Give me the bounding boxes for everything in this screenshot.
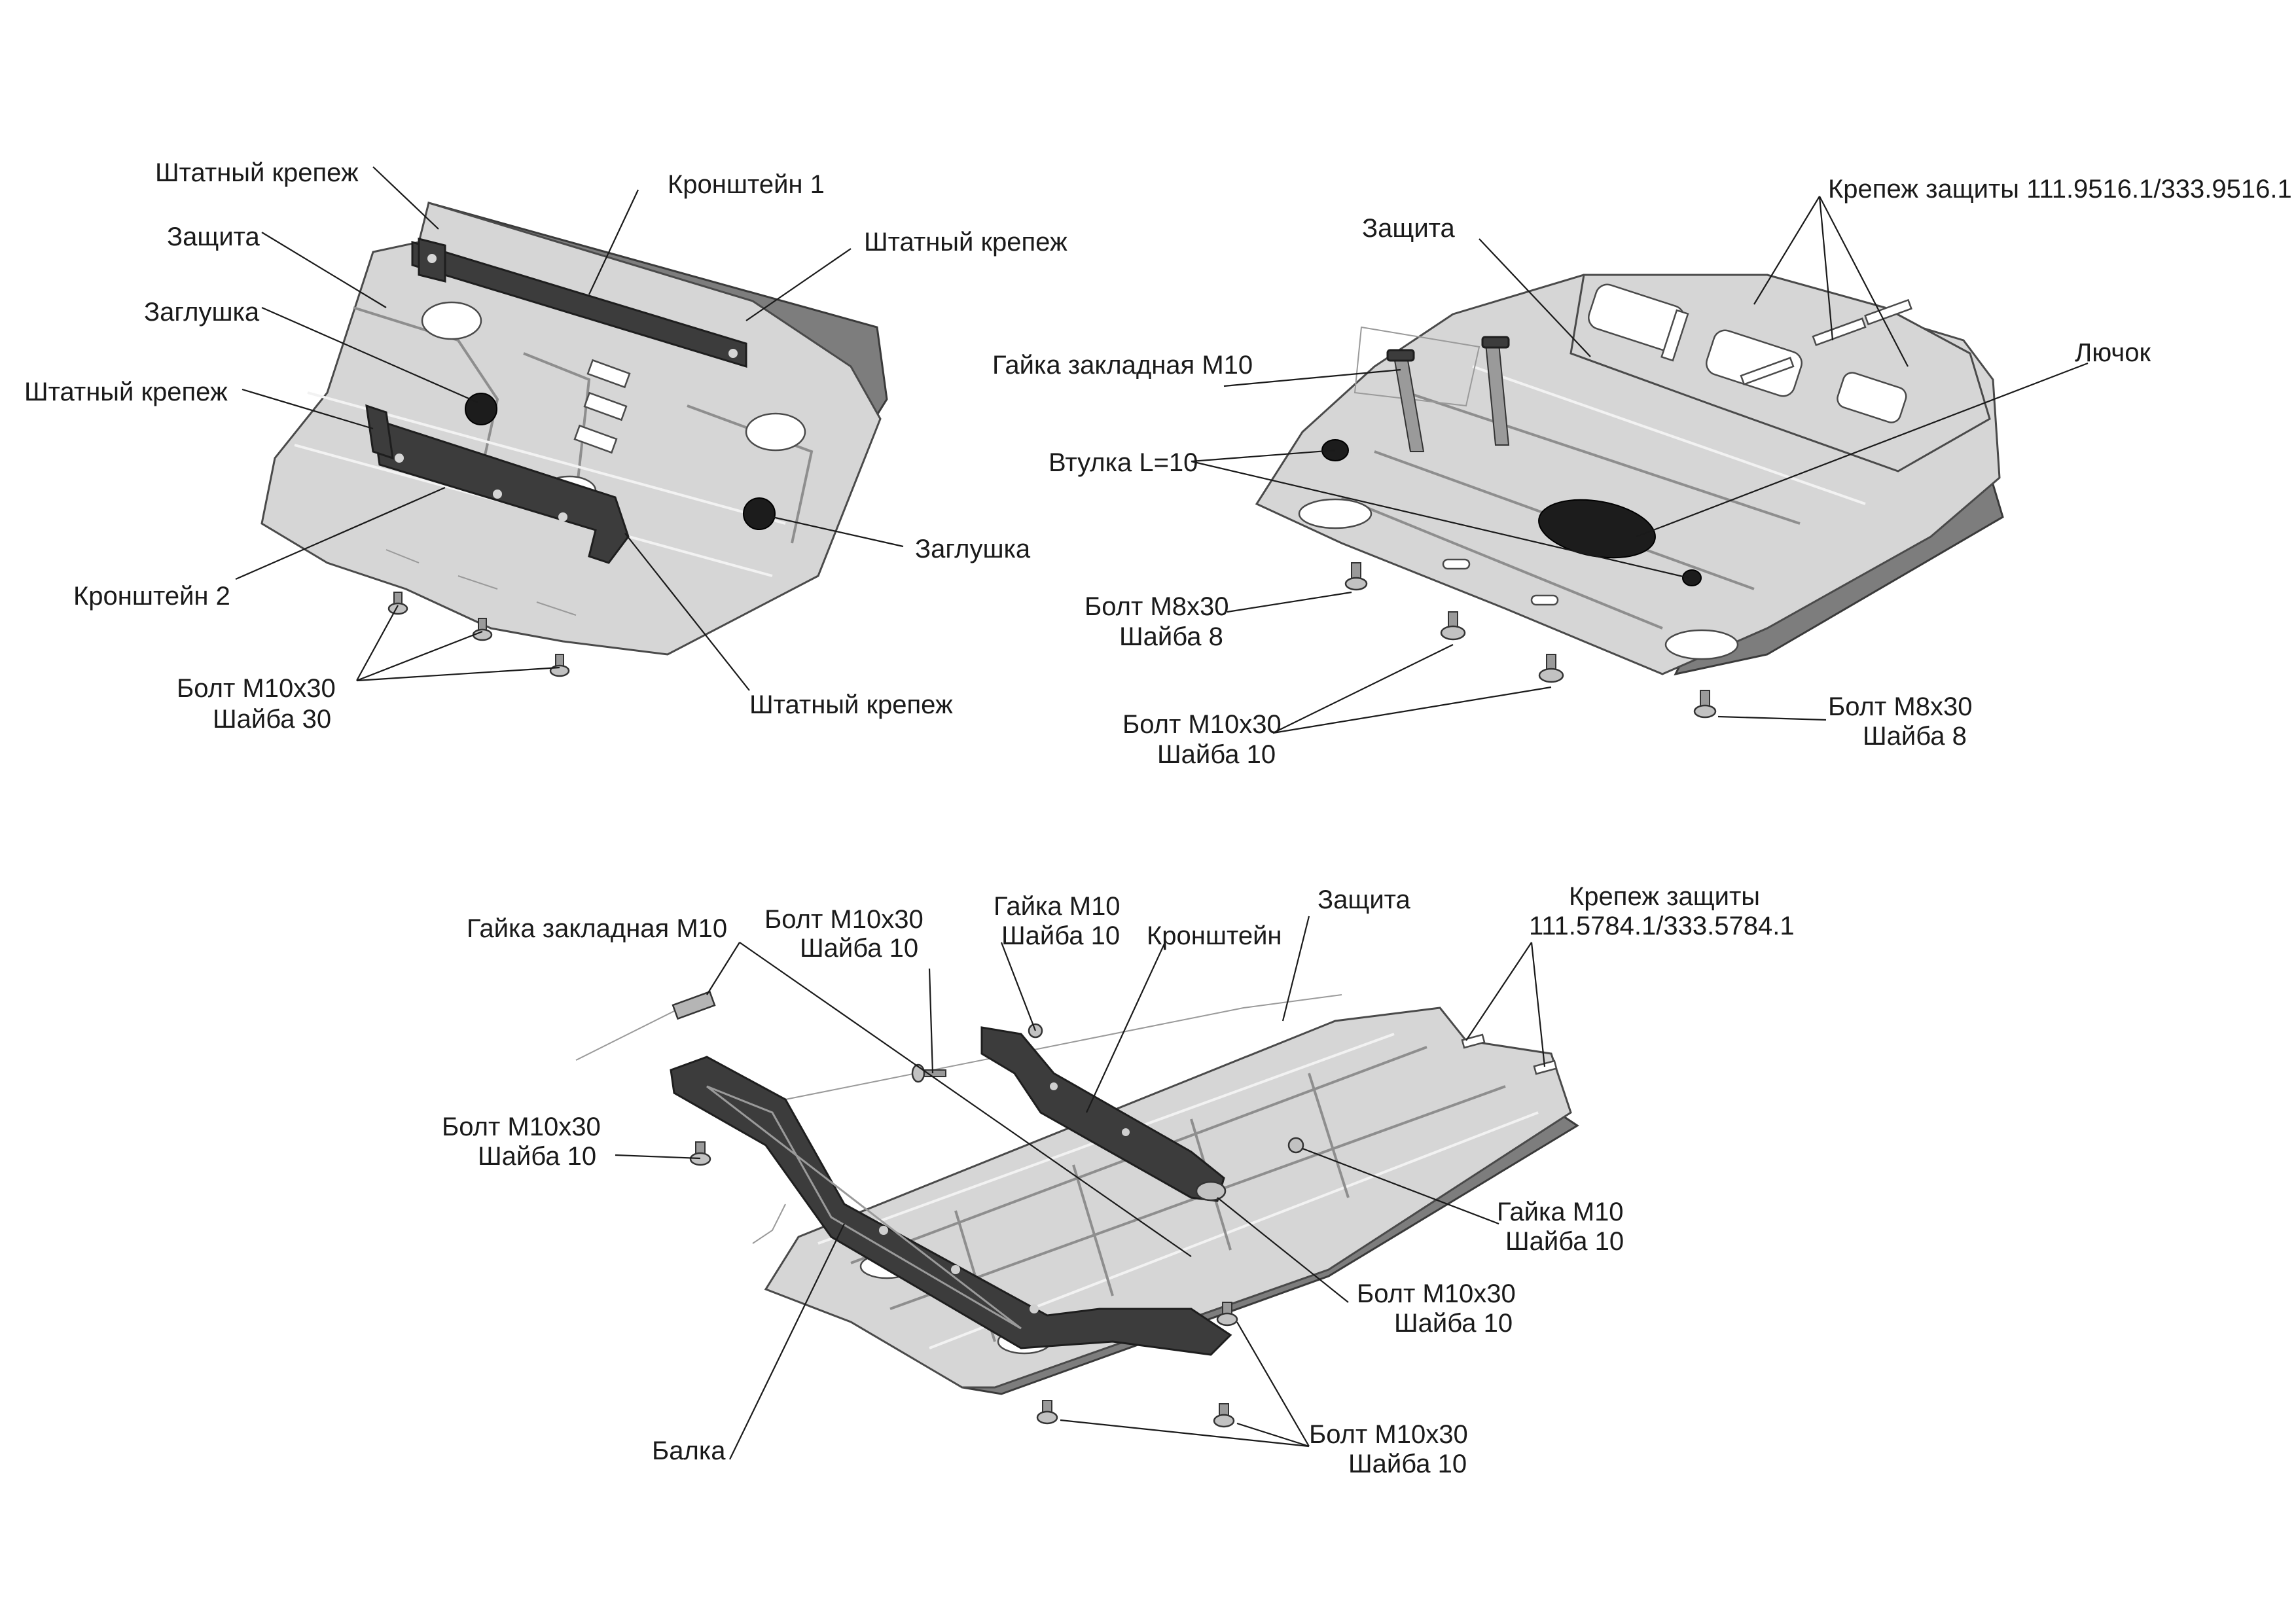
assembly-2: Защита Крепеж защиты 111.9516.1/333.9516… <box>992 175 2292 769</box>
leader-lines-1 <box>235 166 904 691</box>
label-washer-mid: Шайба 10 <box>1394 1309 1513 1338</box>
labels-3: Гайка закладная М10 Болт М10х30 Шайба 10… <box>442 882 1795 1478</box>
label-nut-top: Гайка М10 <box>994 892 1121 921</box>
label-washer-30: Шайба 30 <box>213 705 331 734</box>
label-guard-fasteners-code: 111.5784.1/333.5784.1 <box>1529 912 1795 940</box>
bolt-set-2 <box>1344 562 1717 719</box>
label-bracket: Кронштейн <box>1147 921 1282 950</box>
label-hatch: Лючок <box>2075 338 2151 367</box>
label-bolt-top: Болт М10х30 <box>764 905 924 934</box>
label-bolt-m10: Болт М10х30 <box>1122 710 1282 739</box>
label-beam: Балка <box>652 1436 726 1465</box>
label-bolt-m8-right: Болт М8х30 <box>1828 692 1972 721</box>
bracket-2 <box>365 404 630 564</box>
bushing-right <box>1682 569 1702 586</box>
label-bolt-bottom: Болт М10х30 <box>1309 1420 1468 1449</box>
plug-right <box>743 497 776 530</box>
guard-plate-1 <box>260 202 888 656</box>
guard-plate-2 <box>1255 274 2004 676</box>
label-washer-8-right: Шайба 8 <box>1863 722 1967 751</box>
label-standard-fastener-left: Штатный крепеж <box>24 378 228 406</box>
label-nut-washer-top: Шайба 10 <box>1001 921 1120 950</box>
assembly-3: Гайка закладная М10 Болт М10х30 Шайба 10… <box>442 882 1795 1478</box>
label-washer-top: Шайба 10 <box>800 934 918 963</box>
weld-nut-plate <box>575 990 716 1061</box>
label-washer-left: Шайба 10 <box>478 1142 596 1171</box>
label-bolt-m10x30: Болт М10х30 <box>177 674 336 703</box>
label-guard: Защита <box>1362 214 1456 243</box>
plug-left <box>465 393 497 425</box>
label-bolt-m8-left: Болт М8х30 <box>1085 592 1229 621</box>
label-plug-left: Заглушка <box>144 298 260 327</box>
label-nut-washer-right: Шайба 10 <box>1505 1227 1624 1256</box>
label-bracket-2: Кронштейн 2 <box>73 582 230 611</box>
weld-nut-rods <box>1386 336 1510 452</box>
label-weld-nut: Гайка закладная М10 <box>992 351 1253 380</box>
label-weld-nut: Гайка закладная М10 <box>467 914 727 943</box>
label-guard-fasteners: Крепеж защиты 111.9516.1/333.9516.1 <box>1828 175 2292 204</box>
label-bushing: Втулка L=10 <box>1049 448 1198 477</box>
bracket-1 <box>411 238 747 368</box>
label-nut-right: Гайка М10 <box>1497 1198 1624 1226</box>
label-plug-right: Заглушка <box>915 535 1031 563</box>
label-bolt-mid: Болт М10х30 <box>1357 1279 1516 1308</box>
leader-lines-3 <box>615 916 1546 1460</box>
label-standard-fastener-top: Штатный крепеж <box>155 158 359 187</box>
label-bracket-1: Кронштейн 1 <box>668 170 825 199</box>
label-washer-bottom: Шайба 10 <box>1348 1450 1467 1478</box>
label-bolt-left: Болт М10х30 <box>442 1113 601 1141</box>
label-washer-8-left: Шайба 8 <box>1119 622 1223 651</box>
label-washer-10: Шайба 10 <box>1157 740 1276 769</box>
label-standard-fastener-right: Штатный крепеж <box>864 228 1067 257</box>
label-guard-fasteners: Крепеж защиты <box>1569 882 1760 911</box>
labels-1: Штатный крепеж Кронштейн 1 Штатный крепе… <box>24 158 1067 734</box>
label-guard: Защита <box>1318 885 1411 914</box>
labels-2: Защита Крепеж защиты 111.9516.1/333.9516… <box>992 175 2292 769</box>
leader-lines-2 <box>1191 196 2089 734</box>
bracket-3 <box>980 1026 1227 1202</box>
assembly-1: Штатный крепеж Кронштейн 1 Штатный крепе… <box>24 158 1067 734</box>
beam <box>670 1056 1232 1356</box>
label-guard: Защита <box>167 223 260 251</box>
label-standard-fastener-bottom: Штатный крепеж <box>749 690 953 719</box>
